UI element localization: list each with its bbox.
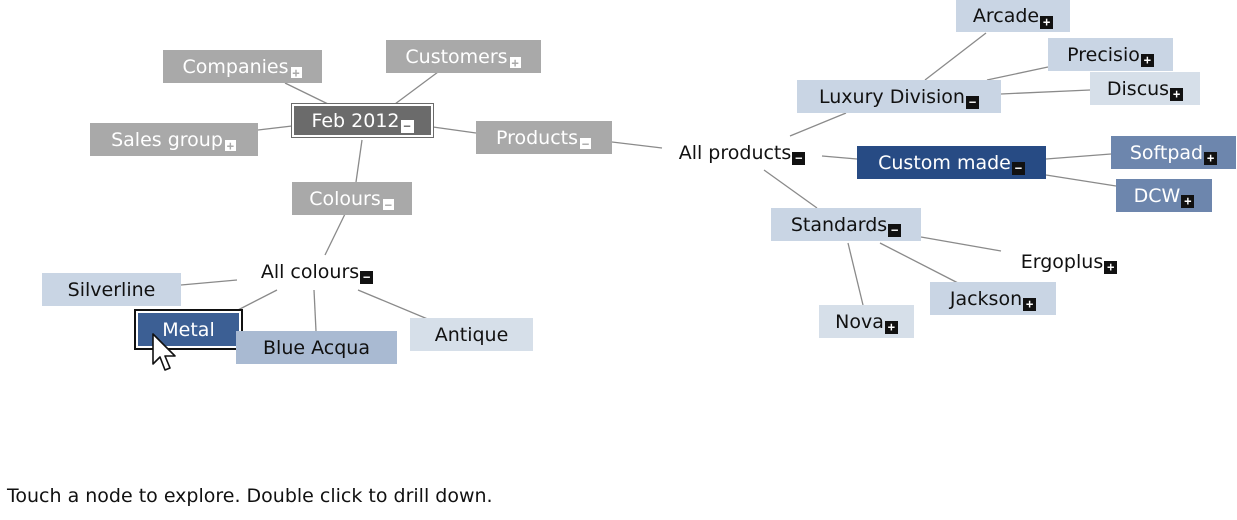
node-label: Customers [405,45,508,68]
edge-luxury-discus [1000,89,1091,95]
node-label: Metal [162,318,215,341]
node-label: Standards [790,213,888,236]
node-precisio[interactable]: Precisio+ [1048,38,1173,71]
edge-allcolours-antique [357,289,431,321]
collapse-icon[interactable]: − [792,152,806,165]
edge-standards-jackson [879,242,959,284]
node-label: Jackson [949,287,1023,310]
edge-feb-colours [355,139,363,183]
edge-custommade-dcw [1045,174,1117,187]
node-blue-acqua[interactable]: Blue Acqua [236,331,397,364]
node-label: Custom made [878,151,1011,174]
node-standards[interactable]: Standards− [771,208,921,241]
collapse-icon[interactable]: − [1011,162,1025,175]
node-softpad[interactable]: Softpad+ [1111,136,1236,169]
collapse-icon[interactable]: − [965,96,979,109]
edge-allcolours-metal [235,289,278,312]
node-label: Softpad [1129,141,1204,164]
collapse-icon[interactable]: − [579,137,593,150]
mouse-pointer-icon [152,333,176,371]
edge-customers-feb [394,71,439,105]
node-custom-made[interactable]: Custom made− [857,146,1046,179]
edge-colours-allcolours [324,213,346,256]
instruction-text: Touch a node to explore. Double click to… [7,485,493,507]
node-all-products[interactable]: All products− [662,136,822,169]
edge-allproducts-custommade [821,155,858,160]
node-label: Blue Acqua [263,336,370,359]
edge-allproducts-luxury [789,112,847,137]
node-silverline[interactable]: Silverline [42,273,181,306]
expand-icon[interactable]: + [1181,195,1195,208]
node-label: Sales group [111,128,223,151]
expand-icon[interactable]: + [884,321,898,334]
node-companies[interactable]: Companies+ [163,50,322,83]
node-luxury-division[interactable]: Luxury Division− [797,80,1001,113]
edge-companies-feb [284,82,329,105]
node-label: Antique [434,323,509,346]
node-dcw[interactable]: DCW+ [1116,179,1212,212]
collapse-icon[interactable]: − [400,120,414,133]
node-label: All colours [260,260,360,283]
expand-icon[interactable]: + [1170,88,1184,101]
edge-standards-nova [847,242,864,306]
node-feb-2012[interactable]: Feb 2012− [291,103,434,138]
node-label: Products [495,126,579,149]
edge-allproducts-standards [763,169,818,209]
node-antique[interactable]: Antique [410,318,533,351]
edge-salesgroup-feb [257,125,293,131]
node-label: Feb 2012 [311,109,400,132]
node-products[interactable]: Products− [476,121,612,154]
edge-luxury-arcade [924,32,987,81]
edge-allcolours-silverline [180,279,238,286]
node-label: DCW [1133,184,1181,207]
edge-allcolours-blueacqua [313,289,317,332]
node-label: Discus [1106,77,1170,100]
expand-icon[interactable]: + [508,56,522,69]
node-ergoplus[interactable]: Ergoplus+ [1001,245,1137,278]
edge-standards-ergoplus [920,236,1002,252]
node-label: Arcade [972,5,1040,27]
node-label: Precisio [1067,43,1140,66]
node-colours[interactable]: Colours− [292,182,412,215]
node-label: Nova [835,310,884,333]
node-discus[interactable]: Discus+ [1090,72,1200,105]
node-customers[interactable]: Customers+ [386,40,541,73]
node-arcade[interactable]: Arcade+ [956,0,1070,32]
expand-icon[interactable]: + [223,139,237,152]
edge-luxury-precisio [986,66,1049,81]
expand-icon[interactable]: + [1040,15,1054,29]
expand-icon[interactable]: + [1140,54,1154,67]
node-label: Luxury Division [819,85,965,108]
edge-products-allproducts [611,141,663,149]
expand-icon[interactable]: + [1023,298,1037,311]
collapse-icon[interactable]: − [381,198,395,211]
node-all-colours[interactable]: All colours− [242,255,392,288]
collapse-icon[interactable]: − [360,271,374,284]
expand-icon[interactable]: + [289,66,303,79]
edge-feb-products [432,126,477,134]
edge-custommade-softpad [1045,153,1112,160]
node-label: Silverline [67,278,156,301]
expand-icon[interactable]: + [1104,261,1118,274]
node-label: Colours [309,187,381,210]
node-label: All products [678,141,792,164]
expand-icon[interactable]: + [1204,152,1218,165]
node-label: Companies [182,55,289,78]
node-jackson[interactable]: Jackson+ [930,282,1056,315]
node-sales-group[interactable]: Sales group+ [90,123,258,156]
node-label: Ergoplus [1020,250,1104,273]
collapse-icon[interactable]: − [888,224,902,237]
node-nova[interactable]: Nova+ [819,305,914,338]
